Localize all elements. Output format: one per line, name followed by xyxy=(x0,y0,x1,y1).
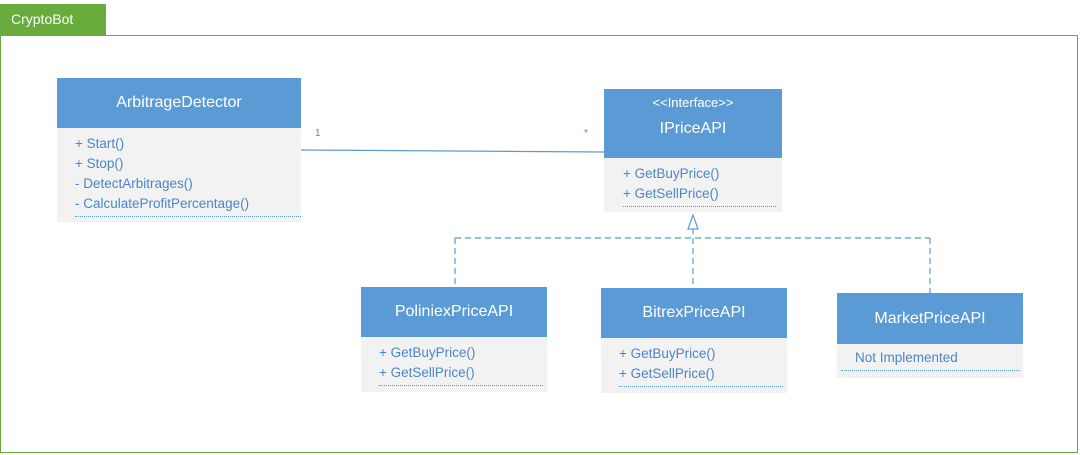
realization-arrowhead xyxy=(687,213,699,230)
class-market-price-api[interactable]: MarketPriceAPI Not Implemented xyxy=(837,293,1023,378)
operation: Not Implemented xyxy=(855,350,958,365)
separator xyxy=(623,206,776,207)
class-name: ArbitrageDetector xyxy=(116,94,242,111)
package-tab: CryptoBot xyxy=(0,4,106,36)
class-header: MarketPriceAPI xyxy=(837,293,1023,344)
separator xyxy=(619,386,783,387)
stereotype-label: <<Interface>> xyxy=(652,95,734,110)
class-operations: + Start() + Stop() - DetectArbitrages() … xyxy=(57,128,301,222)
operation: + GetBuyPrice() xyxy=(379,345,476,360)
class-arbitrage-detector[interactable]: ArbitrageDetector + Start() + Stop() - D… xyxy=(57,78,301,222)
class-iprice-api[interactable]: <<Interface>> IPriceAPI + GetBuyPrice() … xyxy=(604,89,782,212)
separator xyxy=(75,216,301,217)
class-poliniex-price-api[interactable]: PoliniexPriceAPI + GetBuyPrice() + GetSe… xyxy=(361,287,547,392)
class-header: <<Interface>> IPriceAPI xyxy=(604,89,782,158)
package-frame xyxy=(0,35,1078,453)
operation: + GetBuyPrice() xyxy=(619,346,716,361)
package-name: CryptoBot xyxy=(11,11,74,27)
class-bitrex-price-api[interactable]: BitrexPriceAPI + GetBuyPrice() + GetSell… xyxy=(601,288,787,393)
separator xyxy=(379,385,543,386)
class-header: BitrexPriceAPI xyxy=(601,288,787,338)
separator xyxy=(841,370,1019,371)
class-header: PoliniexPriceAPI xyxy=(361,287,547,337)
class-operations: + GetBuyPrice() + GetSellPrice() xyxy=(361,337,547,392)
multiplicity-target: * xyxy=(584,128,588,139)
operation: + Start() xyxy=(75,136,125,151)
class-operations: + GetBuyPrice() + GetSellPrice() xyxy=(604,158,782,212)
operation: + GetSellPrice() xyxy=(623,186,719,201)
class-operations: Not Implemented xyxy=(837,344,1023,378)
multiplicity-source: 1 xyxy=(315,128,321,139)
operation: + GetBuyPrice() xyxy=(623,166,720,181)
association-line xyxy=(300,149,605,153)
class-operations: + GetBuyPrice() + GetSellPrice() xyxy=(601,338,787,393)
class-header: ArbitrageDetector xyxy=(57,78,301,128)
operation: + Stop() xyxy=(75,156,124,171)
class-name: PoliniexPriceAPI xyxy=(394,303,514,320)
class-name: IPriceAPI xyxy=(659,120,727,137)
class-name: BitrexPriceAPI xyxy=(642,304,746,321)
operation: - DetectArbitrages() xyxy=(75,176,193,191)
operation: + GetSellPrice() xyxy=(619,366,715,381)
operation: + GetSellPrice() xyxy=(379,365,475,380)
class-name: MarketPriceAPI xyxy=(874,310,986,327)
operation: - CalculateProfitPercentage() xyxy=(75,196,250,211)
